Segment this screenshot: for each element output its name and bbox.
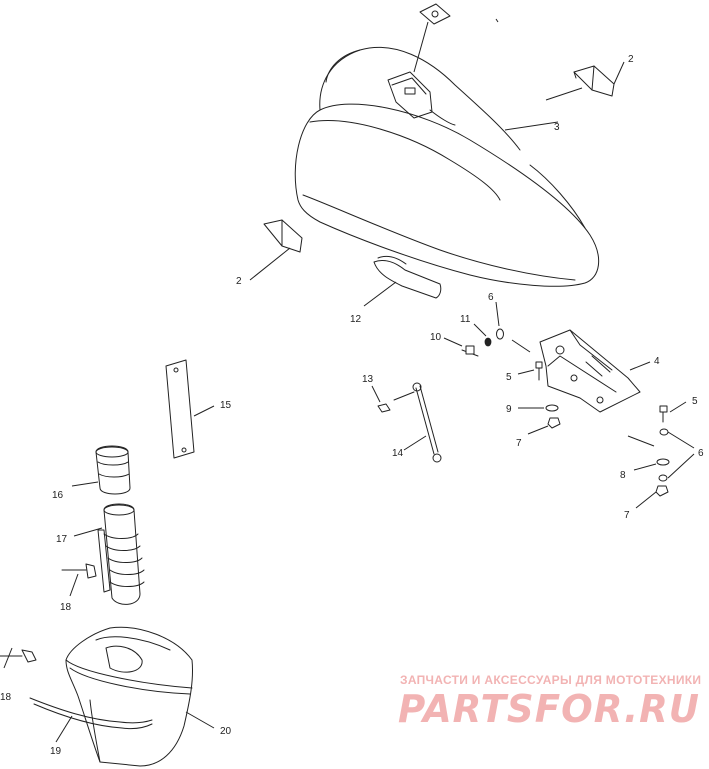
callout-10: 10 (430, 332, 442, 343)
callout-4: 4 (654, 356, 660, 367)
callout-12: 12 (350, 314, 362, 325)
plate-part-15 (165, 359, 215, 459)
fasteners-5-6-10-11 (443, 301, 543, 381)
callout-7-center: 7 (516, 438, 522, 449)
callout-8: 8 (620, 470, 626, 481)
fasteners-right-stack (627, 401, 695, 509)
trim-strip-part-2-left (249, 219, 303, 281)
callout-19: 19 (50, 746, 62, 757)
boot-part-17 (73, 503, 145, 605)
watermark-logo-text: PARTSFOR.RU (398, 687, 700, 731)
mount-bracket-part-4 (539, 329, 651, 413)
callout-18-lower: 18 (0, 692, 12, 703)
callout-17: 17 (56, 534, 68, 545)
hose-part-19 (29, 697, 153, 743)
hood-part-3 (294, 46, 600, 287)
watermark-subtitle: ЗАПЧАСТИ И АКСЕССУАРЫ ДЛЯ МОТОТЕХНИКИ (400, 673, 701, 687)
trim-strip-part-2-right (573, 61, 625, 97)
callout-5-right: 5 (692, 396, 698, 407)
rod-parts-13-14 (371, 382, 442, 463)
callout-11: 11 (460, 314, 471, 325)
strip-part-12 (363, 255, 442, 307)
callout-16: 16 (52, 490, 64, 501)
callout-9: 9 (506, 404, 512, 415)
callout-3: 3 (554, 122, 560, 133)
callout-6-right: 6 (698, 448, 704, 459)
callout-20: 20 (220, 726, 232, 737)
airbox-part-20 (65, 626, 215, 767)
callout-5-left: 5 (506, 372, 512, 383)
callout-labels: 2 2 3 4 5 5 6 6 7 7 8 9 10 11 12 13 14 1… (0, 54, 704, 757)
watermark: ЗАПЧАСТИ И АКСЕССУАРЫ ДЛЯ МОТОТЕХНИКИ PA… (398, 673, 701, 731)
callout-15: 15 (220, 400, 232, 411)
callout-6-top: 6 (488, 292, 494, 303)
fasteners-7-9 (518, 404, 561, 435)
callout-2-left: 2 (236, 276, 242, 287)
top-bracket (413, 3, 499, 73)
plug-part-18-upper (61, 563, 97, 597)
plug-part-18-lower (0, 647, 37, 669)
filter-part-16 (71, 445, 131, 495)
callout-13: 13 (362, 374, 374, 385)
callout-14: 14 (392, 448, 404, 459)
callout-2-right: 2 (628, 54, 634, 65)
callout-18-upper: 18 (60, 602, 72, 613)
callout-7-right: 7 (624, 510, 630, 521)
